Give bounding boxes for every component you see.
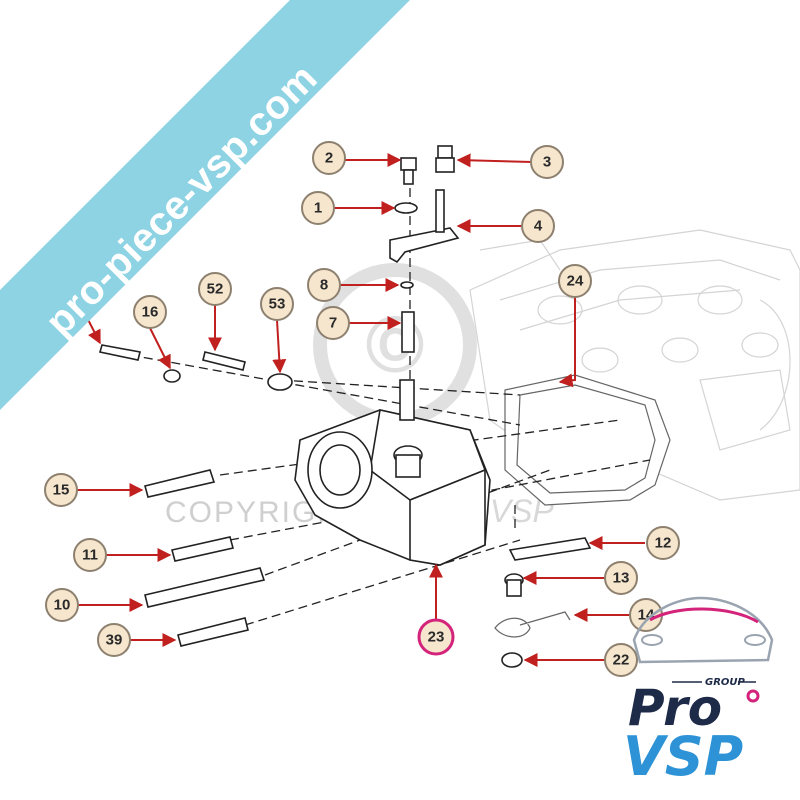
callout-part-53[interactable]: 53	[260, 287, 294, 321]
callout-label: 23	[428, 629, 445, 646]
callout-label: 1	[314, 200, 322, 217]
provsp-logo: GROUP Pro VSP	[623, 596, 774, 788]
copyright-symbol: ©	[366, 300, 425, 389]
logo-brand-top: Pro	[628, 679, 722, 737]
callout-label: 24	[567, 273, 584, 290]
website-banner: pro-piece-vsp.com	[0, 0, 410, 410]
callout-label: 4	[534, 218, 543, 235]
callout-part-12[interactable]: 12	[646, 526, 680, 560]
callout-part-2[interactable]: 2	[312, 141, 346, 175]
callout-part-3[interactable]: 3	[530, 145, 564, 179]
callout-label: 53	[269, 296, 286, 313]
callout-label: 52	[207, 281, 224, 298]
callout-part-22[interactable]: 22	[604, 643, 638, 677]
callout-part-16[interactable]: 16	[133, 295, 167, 329]
valve-housing	[294, 409, 491, 566]
callout-label: 16	[142, 304, 159, 321]
callout-part-10[interactable]: 10	[45, 588, 79, 622]
callout-part-39[interactable]: 39	[97, 623, 131, 657]
upper-parts	[389, 145, 460, 421]
callout-label: 3	[543, 154, 551, 171]
leader-lines	[77, 153, 645, 667]
callout-part-13[interactable]: 13	[604, 561, 638, 595]
callout-part-15[interactable]: 15	[44, 473, 78, 507]
callout-label: 11	[82, 547, 98, 564]
callout-label: 2	[325, 150, 333, 167]
logo-tagline: GROUP	[705, 677, 746, 688]
callout-label: 8	[320, 277, 328, 294]
logo-brand-bottom: VSP	[623, 725, 743, 788]
gasket-part	[504, 374, 671, 506]
callout-part-52[interactable]: 52	[198, 272, 232, 306]
callout-part-23[interactable]: 23	[417, 618, 455, 656]
callout-label: 10	[54, 597, 71, 614]
callout-label: 7	[329, 315, 337, 332]
callout-label: 39	[106, 632, 123, 649]
callout-part-7[interactable]: 7	[316, 306, 350, 340]
callout-part-8[interactable]: 8	[307, 268, 341, 302]
part-callouts: 1 2 3 4 8 7 18 16 52 53 24 15 11 10 39 1…	[44, 141, 680, 677]
callout-part-4[interactable]: 4	[521, 209, 555, 243]
lower-parts	[494, 537, 592, 668]
callout-part-1[interactable]: 1	[301, 191, 335, 225]
callout-label: 12	[655, 535, 672, 552]
callout-label: 22	[613, 652, 630, 669]
callout-part-11[interactable]: 11	[73, 538, 107, 572]
fasteners	[98, 344, 293, 647]
callout-label: 15	[53, 482, 70, 499]
callout-part-24[interactable]: 24	[558, 264, 592, 298]
callout-label: 13	[613, 570, 630, 587]
